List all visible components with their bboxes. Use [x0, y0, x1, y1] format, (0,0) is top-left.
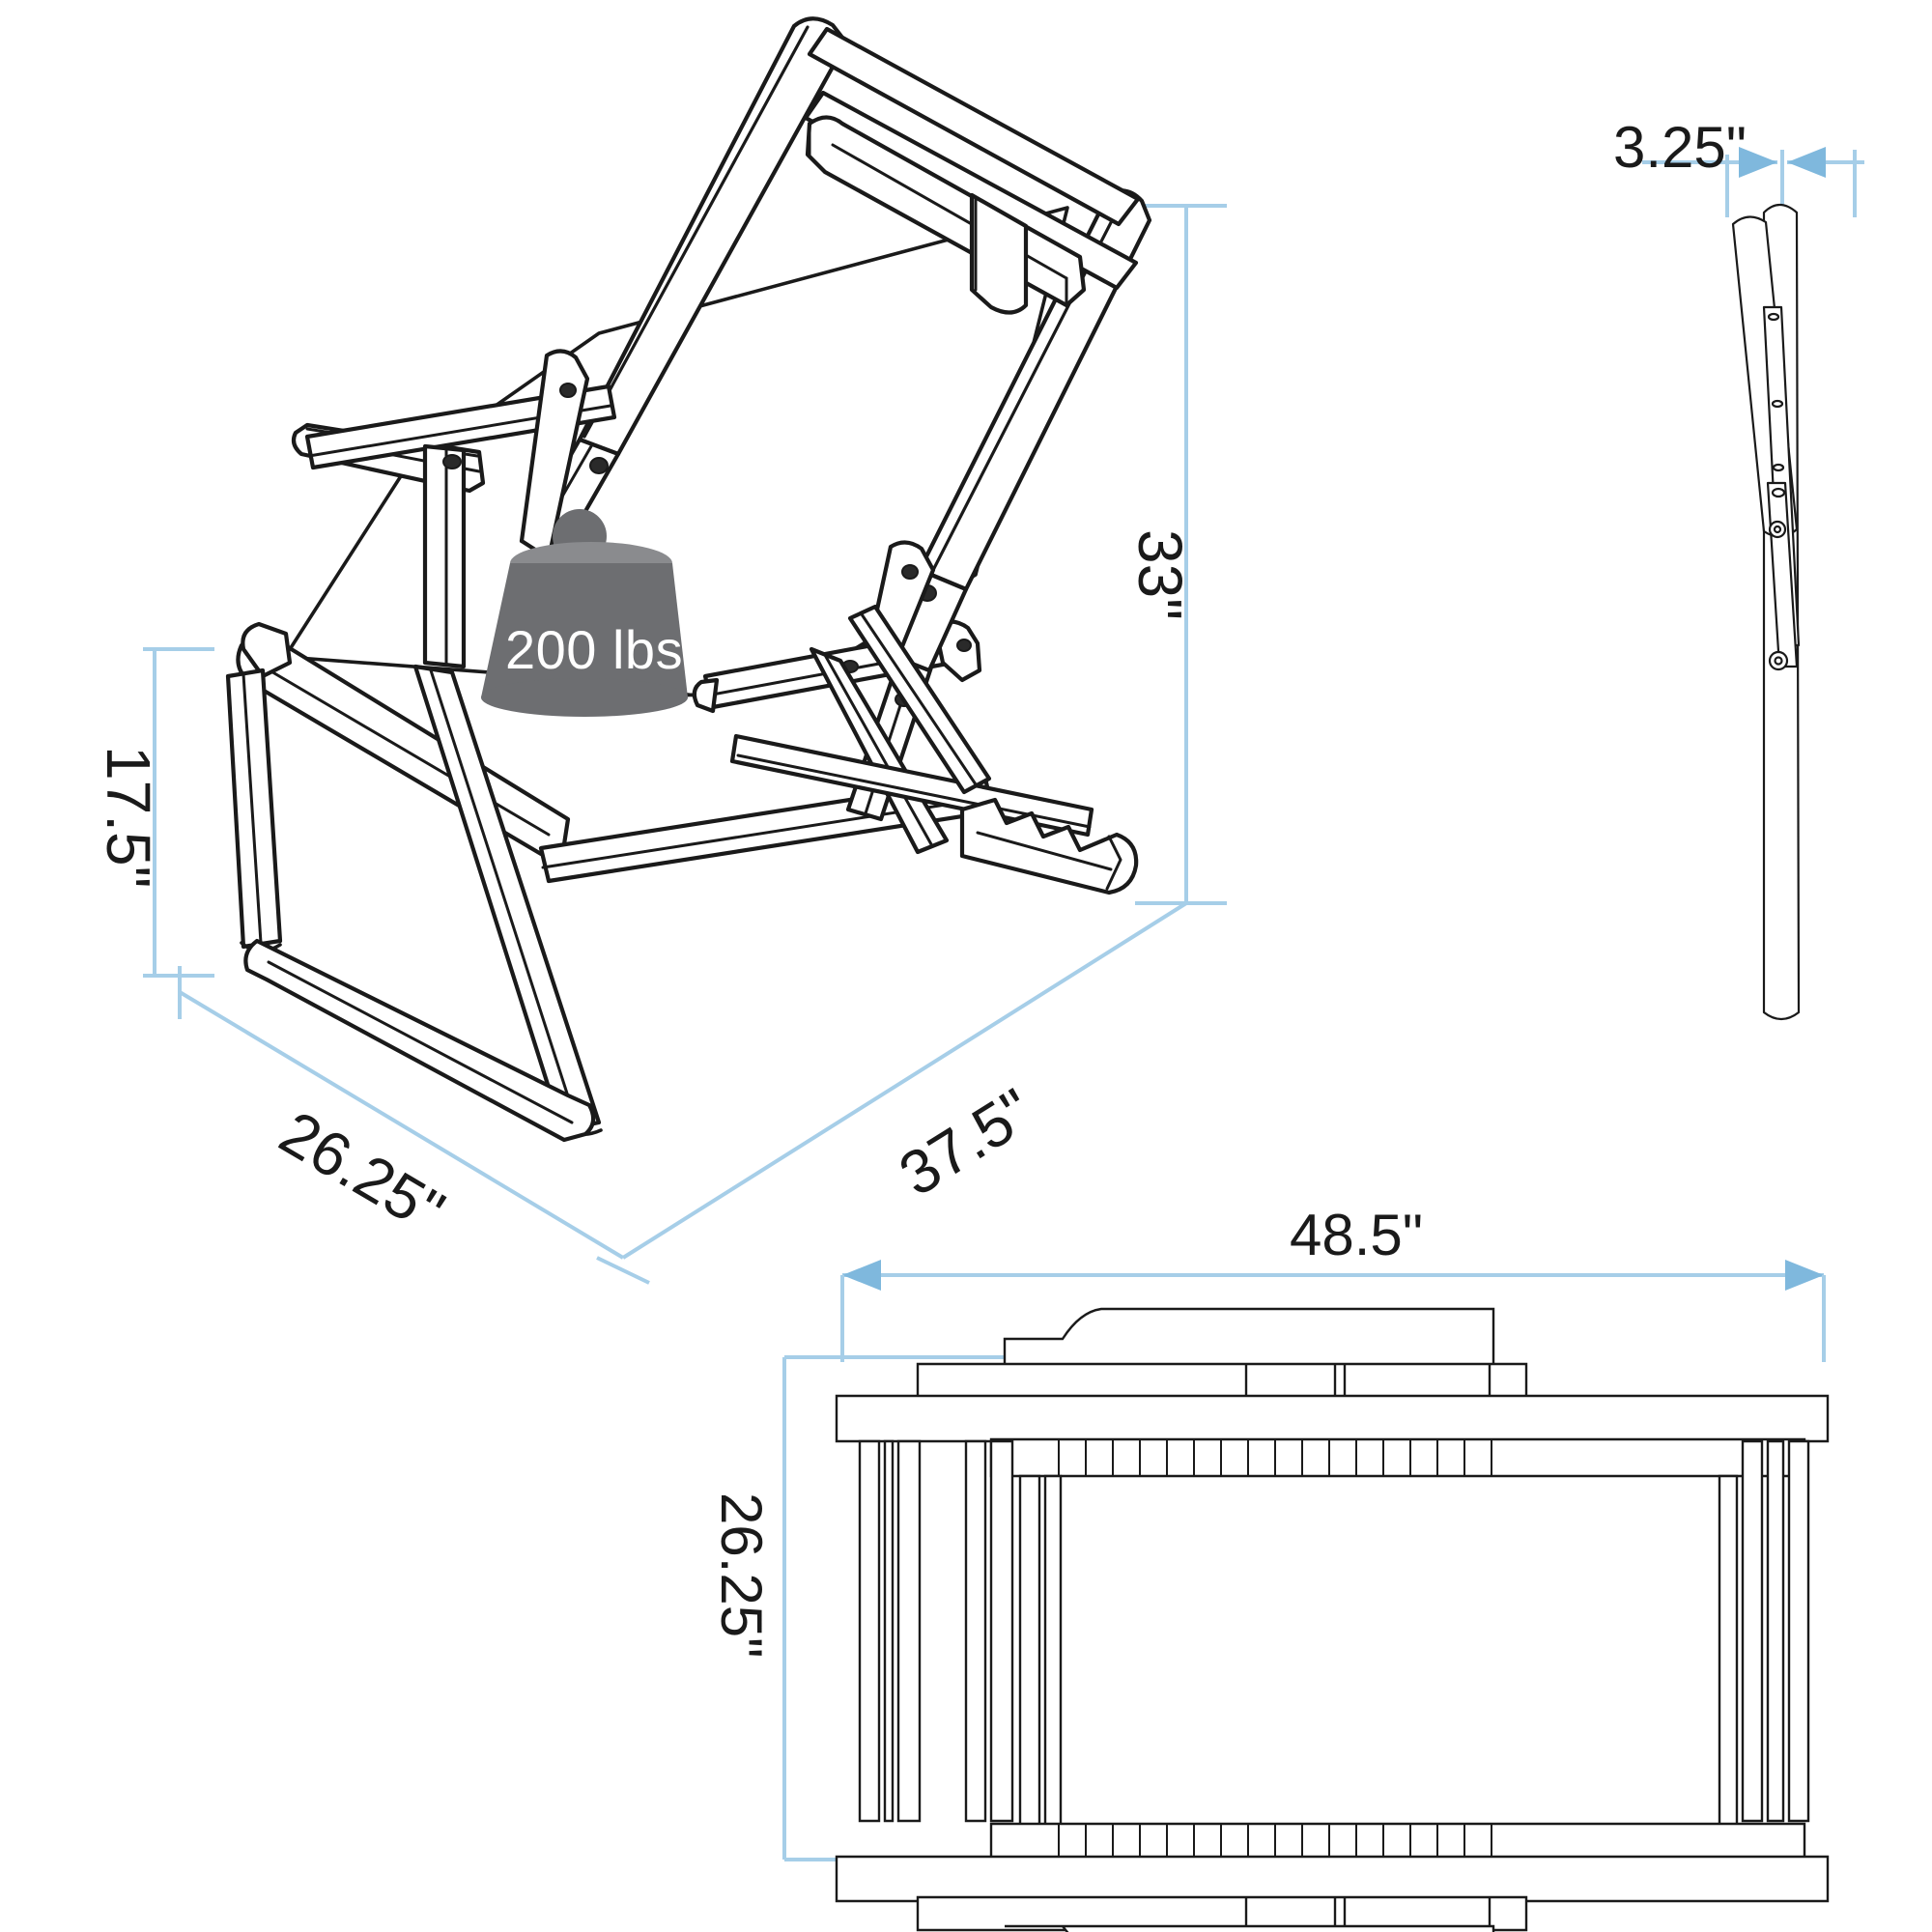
- dimension-label-folded-thickness: 3.25": [1613, 115, 1747, 180]
- left-front-leg-bottom: [225, 668, 283, 953]
- plan-upper-secondary-rail: [916, 1362, 1528, 1401]
- load-indicator-label: 200 lbs: [505, 619, 684, 680]
- top-plan-view: [835, 1307, 1830, 1932]
- profile-bolt-5-inner: [1773, 525, 1782, 534]
- plan-lower-secondary-rail: [916, 1895, 1528, 1932]
- headrest-panel: [805, 115, 1087, 315]
- back-pivot-bracket-left: [519, 349, 590, 561]
- bottom-stretcher: [243, 938, 596, 1143]
- dimension-label-folded-width: 26.25": [709, 1492, 774, 1659]
- plan-top-plate: [1003, 1307, 1495, 1369]
- load-indicator-weight: [481, 509, 688, 717]
- side-profile-view: [1731, 203, 1801, 1021]
- back-frame-left-stile: [577, 16, 849, 457]
- plan-bottom-slat-ticks: [1058, 1824, 1492, 1861]
- plan-bottom-plate: [1005, 1924, 1495, 1932]
- dimension-line-folded-length: [840, 1260, 1826, 1362]
- profile-bolt-2: [1771, 399, 1784, 409]
- back-seat-link-right: [847, 604, 992, 795]
- profile-bolt-4: [1771, 487, 1786, 498]
- seat-left-rail: [241, 621, 293, 679]
- profile-bolt-6-inner: [1774, 656, 1783, 666]
- back-top-rail: [803, 26, 1141, 291]
- plan-inner-left-rails: [1018, 1474, 1063, 1828]
- iso-view-chair: [225, 16, 1152, 1143]
- plan-top-slat-ticks: [1058, 1439, 1492, 1476]
- dimension-line-height: [1135, 204, 1227, 905]
- profile-bolt-1: [1767, 312, 1780, 322]
- plan-bottom-main-rail: [835, 1855, 1830, 1903]
- notched-adjustment-rail: [959, 797, 1139, 895]
- weight-body: [481, 563, 688, 710]
- dimension-label-seat-height: 17.5": [94, 746, 163, 889]
- weight-base-ellipse: [481, 678, 688, 717]
- dimension-line-footprint: [178, 901, 1188, 1285]
- dimension-label-folded-length: 48.5": [1290, 1203, 1424, 1267]
- dimension-lines-group: [143, 147, 1864, 1861]
- plan-left-vertical-rails: [858, 1439, 1014, 1823]
- plan-top-main-rail: [835, 1394, 1830, 1443]
- profile-bolt-3: [1772, 463, 1785, 472]
- plan-right-vertical-rails: [1718, 1439, 1810, 1828]
- left-front-post: [422, 443, 467, 669]
- dimension-label-height: 33": [1125, 529, 1195, 620]
